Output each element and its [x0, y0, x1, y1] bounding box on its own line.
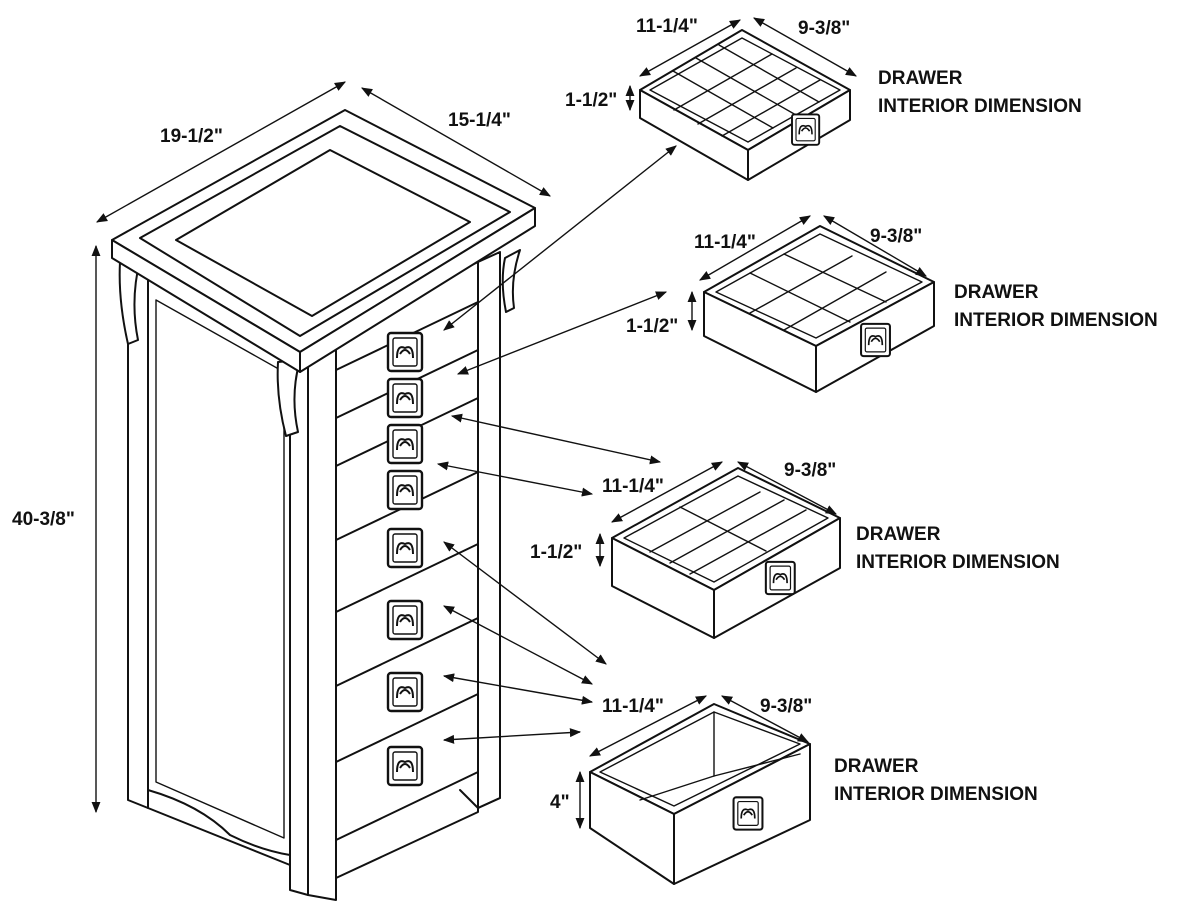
- drawer-1-handle-icon: [791, 113, 821, 146]
- drawer-8-handle-icon: [386, 745, 424, 787]
- cabinet-corbel-front: [276, 359, 301, 437]
- cabinet-depth-label: 15-1/4": [448, 110, 511, 131]
- drawer-4-illustration: [589, 703, 811, 885]
- cabinet-width-label: 19-1/2": [160, 126, 223, 147]
- drawer-3-handle-icon: [386, 423, 424, 465]
- drawer-5-handle-icon: [386, 527, 424, 569]
- drawer-1-illustration: [639, 29, 851, 181]
- drawer-4-label-line2: INTERIOR DIMENSION: [834, 784, 1038, 805]
- drawer-3-label-line2: INTERIOR DIMENSION: [856, 552, 1060, 573]
- drawer-4-depth-label: 9-3/8": [760, 696, 812, 717]
- drawer-2-height-label: 1-1/2": [626, 316, 678, 337]
- drawer-2-depth-label: 9-3/8": [870, 226, 922, 247]
- drawer-3-depth-line: [737, 461, 837, 515]
- cabinet-side-apron: [147, 789, 291, 856]
- drawer-4-width-line: [589, 695, 707, 757]
- drawer-1-width-label: 11-1/4": [636, 16, 698, 37]
- cabinet-height-label: 40-3/8": [12, 509, 75, 530]
- drawer-1-depth-label: 9-3/8": [798, 18, 850, 39]
- drawer-1-depth-line: [753, 17, 857, 77]
- drawer-4-depth-line: [721, 695, 809, 743]
- drawer-connector-arrows: [436, 145, 677, 744]
- drawer-4-width-label: 11-1/4": [602, 696, 664, 717]
- drawer-4-inner-walls: [639, 711, 801, 801]
- drawer-3-width-label: 11-1/4": [602, 476, 664, 497]
- drawer-3-height-label: 1-1/2": [530, 542, 582, 563]
- drawer-1-width-line: [639, 19, 741, 77]
- drawer-1-label-line1: DRAWER: [878, 68, 963, 89]
- cabinet-side-inset: [155, 299, 285, 839]
- cabinet-width-dimension-line: [96, 81, 346, 223]
- drawer-6-handle-icon: [386, 599, 424, 641]
- cabinet-front-post: [307, 329, 337, 901]
- drawer-1-handle-icon: [386, 331, 424, 373]
- cabinet-right-post: [477, 251, 501, 809]
- drawer-4-height-label: 4": [550, 792, 570, 813]
- drawer-3-width-line: [611, 461, 723, 523]
- drawer-4-handle-icon: [732, 796, 764, 831]
- drawer-2-width-label: 11-1/4": [694, 232, 756, 253]
- drawer-3-label-line1: DRAWER: [856, 524, 941, 545]
- drawer-7-handle-icon: [386, 671, 424, 713]
- drawer-3-handle-icon: [764, 560, 796, 596]
- cabinet-left-leg: [127, 261, 149, 809]
- cabinet-right-foot: [459, 779, 501, 809]
- drawer-2-width-line: [699, 215, 811, 281]
- drawer-2-label-line2: INTERIOR DIMENSION: [954, 310, 1158, 331]
- drawer-3-depth-label: 9-3/8": [784, 460, 836, 481]
- drawer-1-height-label: 1-1/2": [565, 90, 617, 111]
- cabinet-corbel-left: [118, 259, 141, 345]
- drawer-4-handle-icon: [386, 469, 424, 511]
- drawer-4-label-line1: DRAWER: [834, 756, 919, 777]
- drawer-2-label-line1: DRAWER: [954, 282, 1039, 303]
- drawer-1-label-line2: INTERIOR DIMENSION: [878, 96, 1082, 117]
- cabinet: [111, 109, 536, 901]
- drawer-2-handle-icon: [860, 322, 891, 358]
- drawer-2-depth-line: [823, 215, 927, 277]
- drawer-2-handle-icon: [386, 377, 424, 419]
